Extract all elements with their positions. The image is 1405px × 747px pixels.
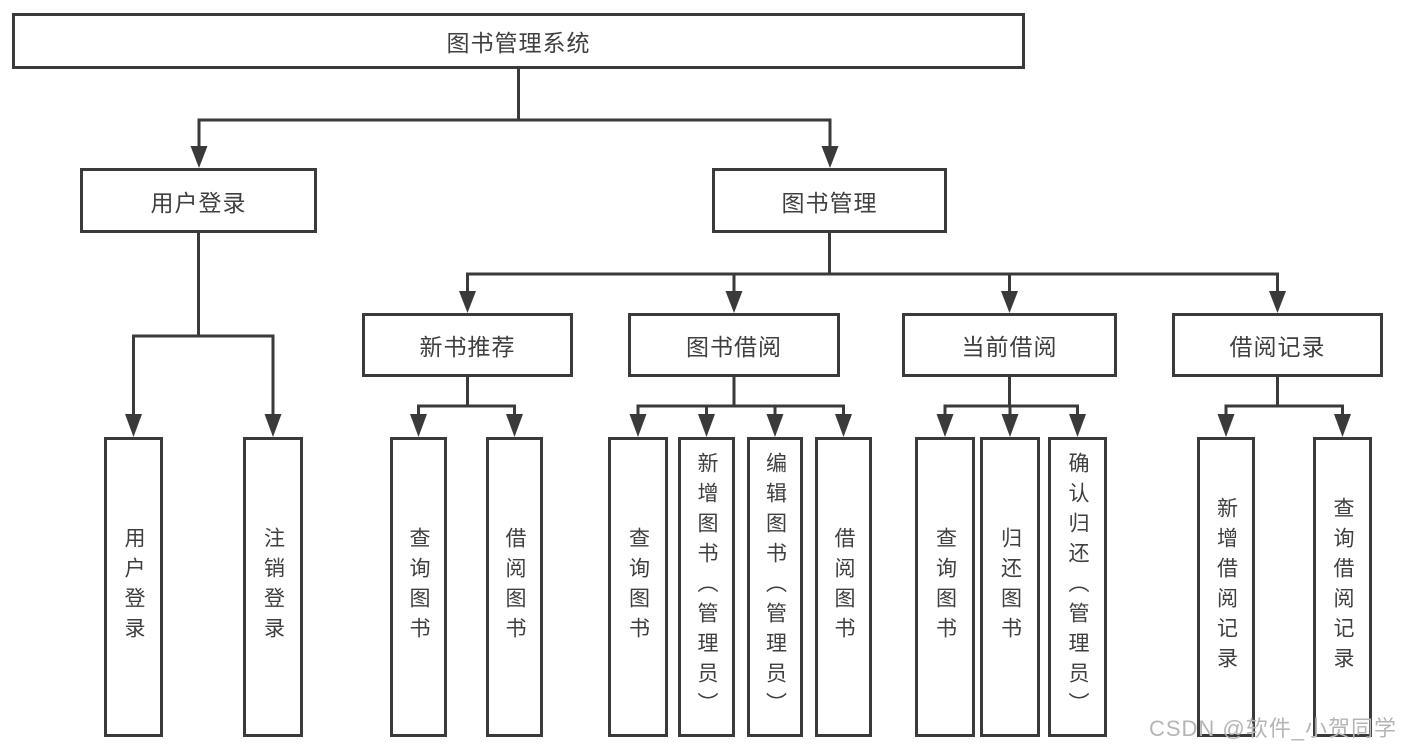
arrow-down-icon bbox=[629, 414, 647, 437]
arrow-down-icon bbox=[506, 414, 523, 437]
leaf-label: 注销登录 bbox=[261, 527, 285, 647]
connector-newbook-to-leaves bbox=[417, 377, 516, 418]
leaf-query-books-borrowing: 查询图书 bbox=[608, 437, 668, 737]
arrow-down-icon bbox=[1001, 291, 1018, 313]
connector-borrowing-to-leaves bbox=[636, 377, 845, 418]
leaf-edit-books-admin: 编辑图书（管理员） bbox=[747, 437, 803, 737]
connector-root-to-level2 bbox=[197, 69, 832, 150]
leaf-logout: 注销登录 bbox=[243, 437, 303, 737]
leaf-label: 借阅图书 bbox=[503, 527, 526, 647]
node-library-system: 图书管理系统 bbox=[12, 13, 1025, 69]
leaf-label: 新增借阅记录 bbox=[1214, 497, 1238, 677]
arrow-down-icon bbox=[936, 414, 954, 437]
arrow-down-icon bbox=[821, 146, 839, 168]
leaf-label: 新增图书（管理员） bbox=[695, 452, 718, 722]
leaf-label: 归还图书 bbox=[998, 527, 1022, 647]
arrow-down-icon bbox=[766, 414, 784, 437]
connector-current-to-leaves bbox=[943, 377, 1079, 418]
arrow-down-icon bbox=[835, 414, 852, 437]
node-book-borrowing: 图书借阅 bbox=[628, 313, 840, 377]
connector-bookmgmt-to-level3 bbox=[466, 233, 1279, 295]
leaf-borrow-books-recommend: 借阅图书 bbox=[486, 437, 543, 737]
leaf-label: 查询图书 bbox=[626, 527, 650, 647]
connector-userlogin-to-leaves bbox=[132, 233, 275, 418]
leaf-add-borrow-record: 新增借阅记录 bbox=[1197, 437, 1255, 737]
arrow-down-icon bbox=[698, 414, 715, 437]
node-user-login: 用户登录 bbox=[80, 168, 317, 233]
arrow-down-icon bbox=[1269, 291, 1286, 313]
arrow-down-icon bbox=[1069, 414, 1086, 437]
arrow-down-icon bbox=[459, 291, 476, 313]
node-borrowing-records: 借阅记录 bbox=[1172, 313, 1383, 377]
leaf-label: 用户登录 bbox=[122, 527, 145, 647]
leaf-label: 查询图书 bbox=[933, 527, 957, 647]
leaf-label: 确认归还（管理员） bbox=[1066, 452, 1089, 722]
arrow-down-icon bbox=[1217, 414, 1235, 437]
leaf-add-books-admin: 新增图书（管理员） bbox=[678, 437, 735, 737]
node-book-management: 图书管理 bbox=[712, 168, 947, 233]
leaf-confirm-return-admin: 确认归还（管理员） bbox=[1048, 437, 1107, 737]
leaf-query-borrow-record: 查询借阅记录 bbox=[1313, 437, 1372, 737]
leaf-borrow-books-borrowing: 借阅图书 bbox=[815, 437, 872, 737]
arrow-down-icon bbox=[264, 414, 282, 437]
leaf-label: 查询图书 bbox=[407, 527, 430, 647]
arrow-down-icon bbox=[1001, 414, 1019, 437]
arrow-down-icon bbox=[190, 146, 208, 168]
leaf-label: 编辑图书（管理员） bbox=[763, 452, 787, 722]
leaf-return-books: 归还图书 bbox=[980, 437, 1040, 737]
arrow-down-icon bbox=[1334, 414, 1351, 437]
connector-records-to-leaves bbox=[1224, 377, 1344, 418]
watermark: CSDN @软件_小贺同学 bbox=[1148, 716, 1397, 741]
leaf-query-books-current: 查询图书 bbox=[915, 437, 975, 737]
arrow-down-icon bbox=[125, 414, 142, 437]
leaf-user-login: 用户登录 bbox=[104, 437, 163, 737]
leaf-query-books-recommend: 查询图书 bbox=[390, 437, 447, 737]
leaf-label: 查询借阅记录 bbox=[1331, 497, 1354, 677]
node-current-borrowing: 当前借阅 bbox=[902, 313, 1117, 377]
arrow-down-icon bbox=[410, 414, 427, 437]
leaf-label: 借阅图书 bbox=[832, 527, 855, 647]
arrow-down-icon bbox=[725, 291, 743, 313]
node-new-book-recommend: 新书推荐 bbox=[362, 313, 573, 377]
